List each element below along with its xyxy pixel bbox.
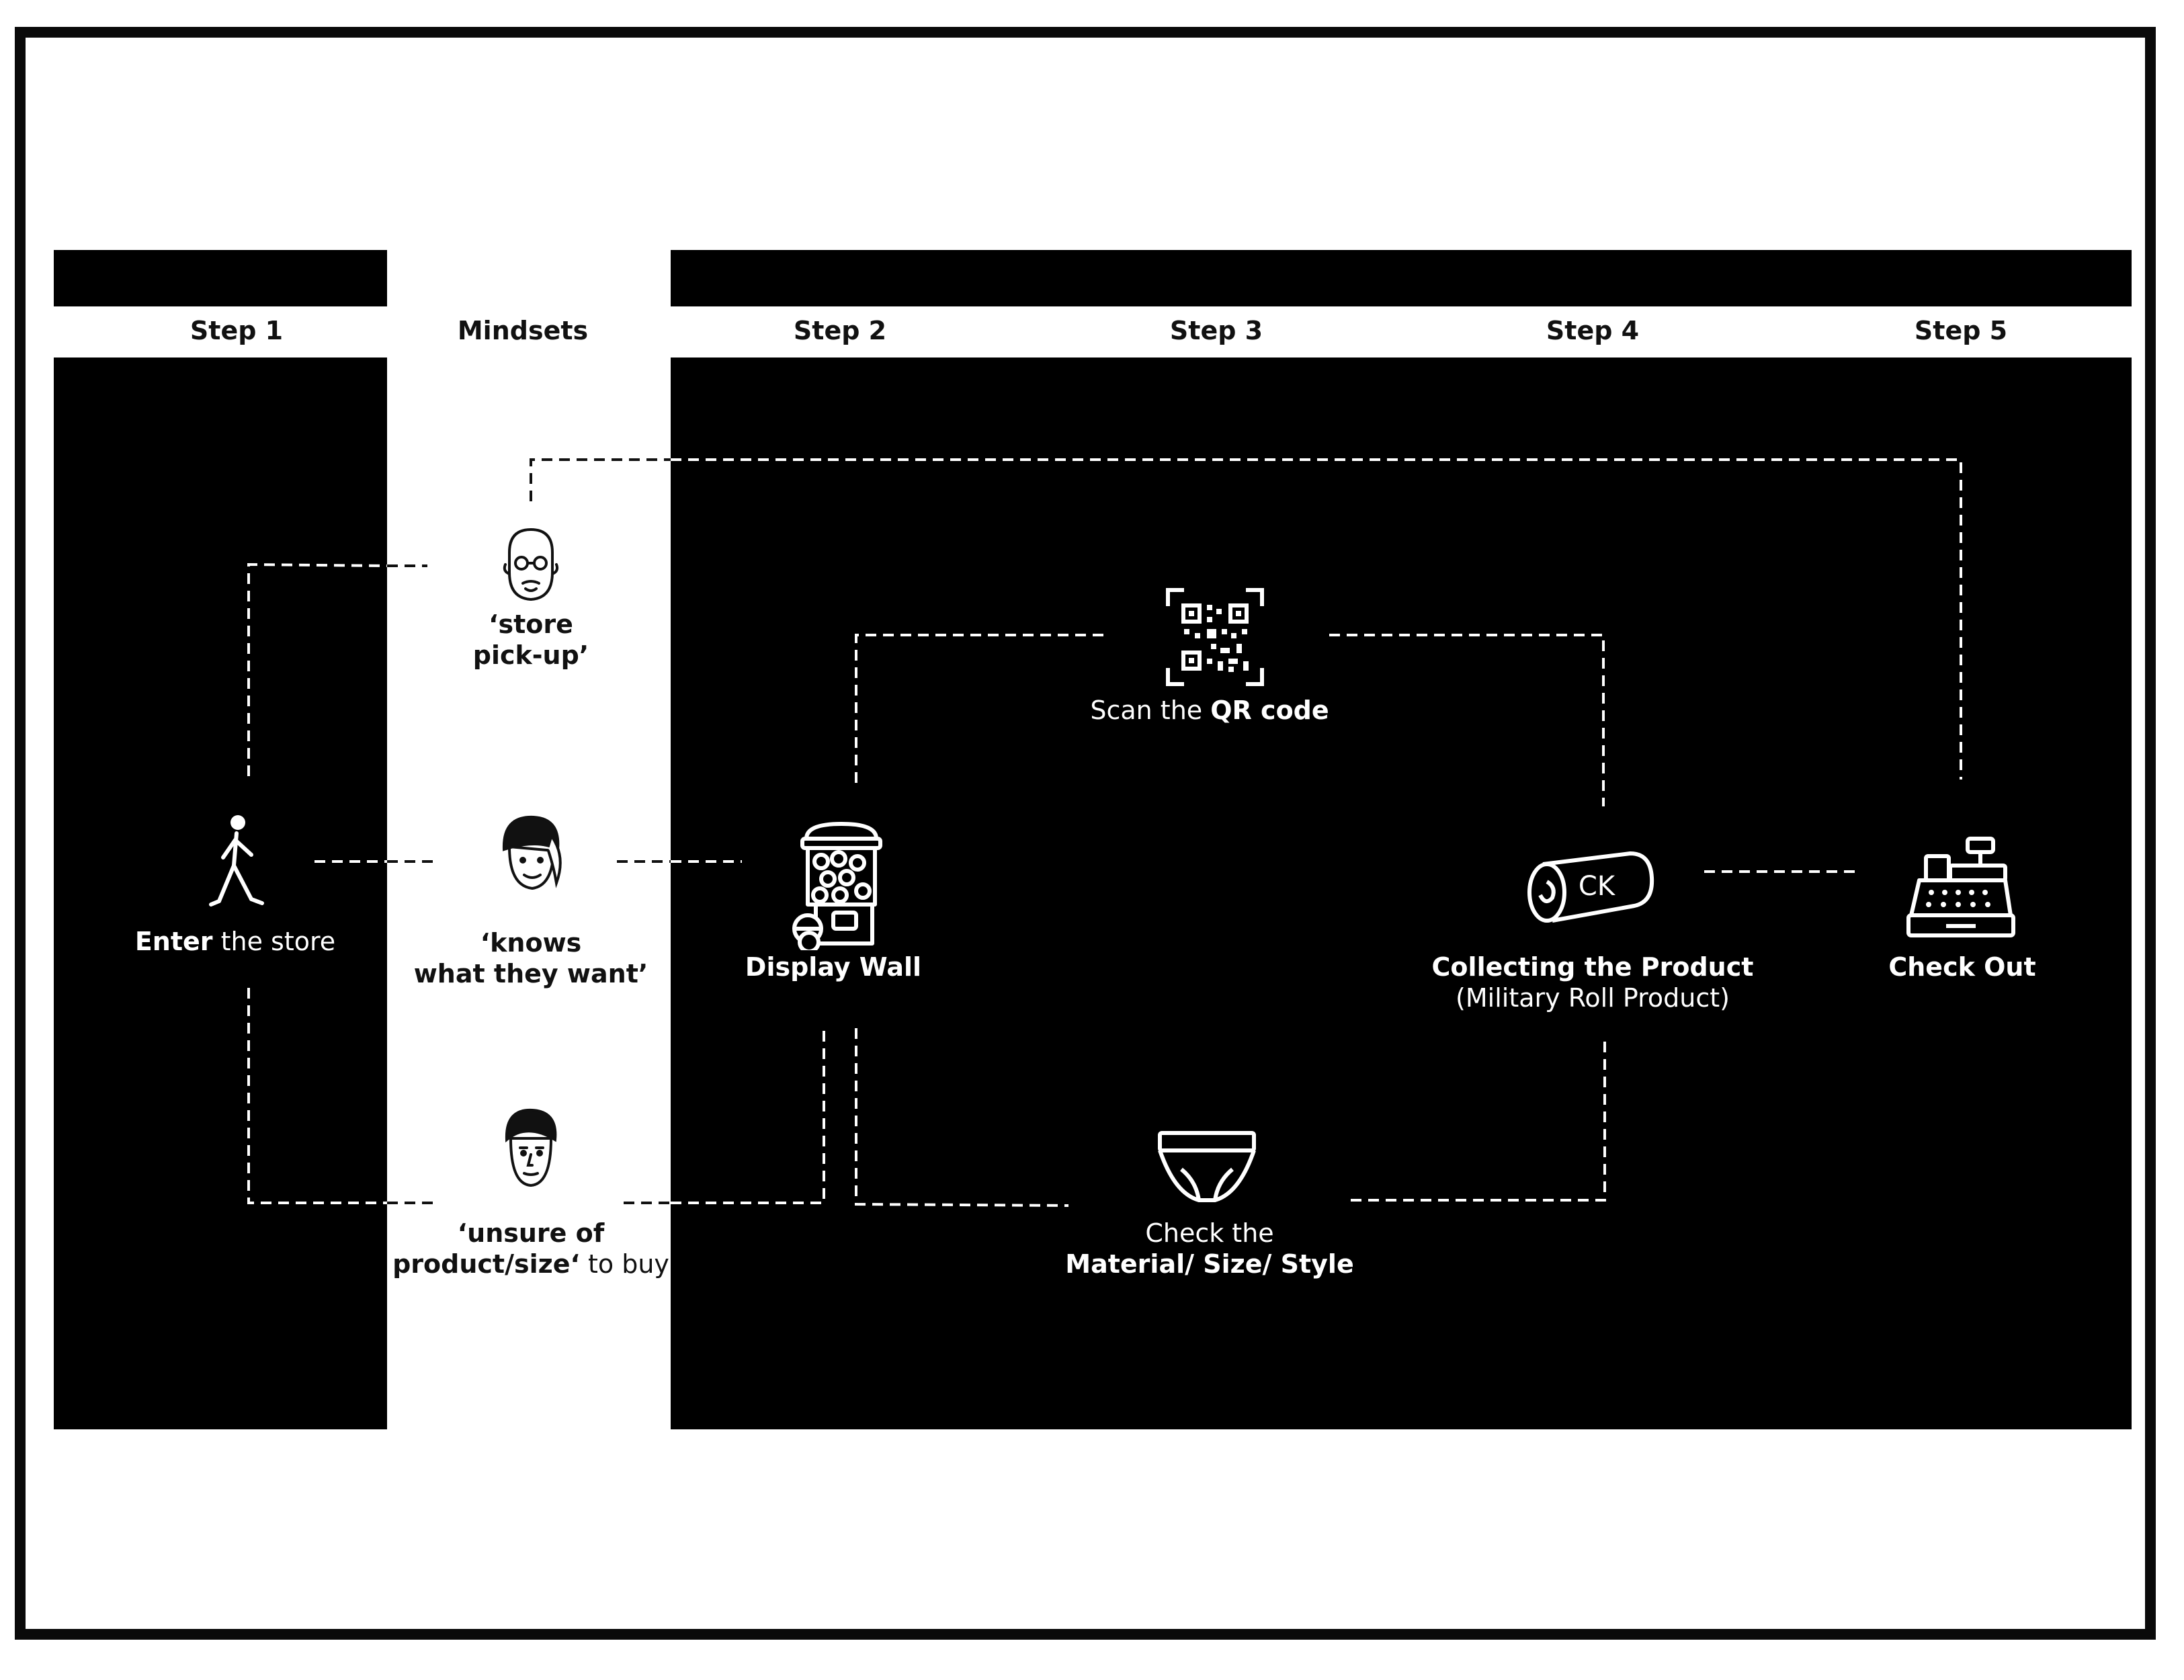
header-step5: Step 5 [1914, 316, 2008, 345]
header-step4: Step 4 [1546, 316, 1640, 345]
step1-header-bar [54, 250, 387, 306]
steps-header-bar [671, 250, 2132, 306]
label-checkout: Check Out [1888, 952, 2036, 982]
enter-rest: the store [212, 927, 336, 956]
connector-unsure-display [671, 1028, 825, 1204]
pickup-line1: ‘store [489, 610, 573, 639]
underwear-icon [1158, 1131, 1256, 1202]
label-mindset-unsure: ‘unsure of product/size‘ to buy [390, 1218, 672, 1279]
knows-line1: ‘knows [480, 928, 582, 958]
connector-pickup-checkout-white [530, 458, 671, 501]
label-collecting: Collecting the Product (Military Roll Pr… [1404, 952, 1781, 1013]
enter-bold: Enter [134, 927, 213, 956]
collecting-line2: (Military Roll Product) [1456, 983, 1730, 1013]
unsure-line1: ‘unsure of [457, 1218, 605, 1248]
steps-panel [671, 358, 2132, 1429]
connector-material-collecting [1351, 1038, 1606, 1202]
connector-display-qr [855, 634, 1110, 783]
connector-qr-collecting [1329, 634, 1605, 806]
label-mindset-pickup: ‘store pick-up’ [430, 609, 632, 671]
header-mindsets: Mindsets [457, 316, 589, 345]
connector-display-material [855, 1028, 1069, 1207]
label-check-material: Check the Material/ Size/ Style [1048, 1218, 1371, 1279]
label-mindset-knows: ‘knows what they want’ [403, 927, 659, 989]
connector-enter-unsure [247, 988, 387, 1204]
ck-logo-text: CK [1579, 871, 1616, 902]
knows-line2: what they want’ [413, 959, 648, 989]
collecting-line1: Collecting the Product [1431, 952, 1754, 982]
scan-bold: QR code [1210, 696, 1329, 725]
header-step2: Step 2 [793, 316, 887, 345]
material-line1: Check the [1145, 1218, 1274, 1248]
connector-enter-pickup [247, 562, 388, 776]
connector-pickup-checkout [671, 458, 1962, 780]
cash-register-icon [1906, 837, 2015, 937]
woman-headscarf-icon [502, 815, 562, 890]
pickup-line2: pick-up’ [472, 640, 589, 670]
scan-pre: Scan the [1090, 696, 1211, 725]
label-display-wall: Display Wall [745, 952, 922, 982]
label-scan-qr: Scan the QR code [1062, 695, 1357, 726]
young-man-icon [505, 1108, 557, 1187]
material-line2: Material/ Size/ Style [1065, 1249, 1354, 1279]
walking-person-icon [209, 815, 264, 907]
unsure-line2-bold: product/size‘ [392, 1249, 580, 1279]
qr-code-icon [1166, 588, 1264, 686]
gumball-display-icon [792, 822, 882, 950]
header-step3: Step 3 [1169, 316, 1263, 345]
unsure-line2-rest: to buy [579, 1249, 669, 1279]
header-step1: Step 1 [190, 316, 284, 345]
ck-roll-icon: CK [1527, 851, 1654, 923]
old-man-glasses-icon [503, 528, 559, 601]
label-enter-store: Enter the store [108, 926, 363, 957]
